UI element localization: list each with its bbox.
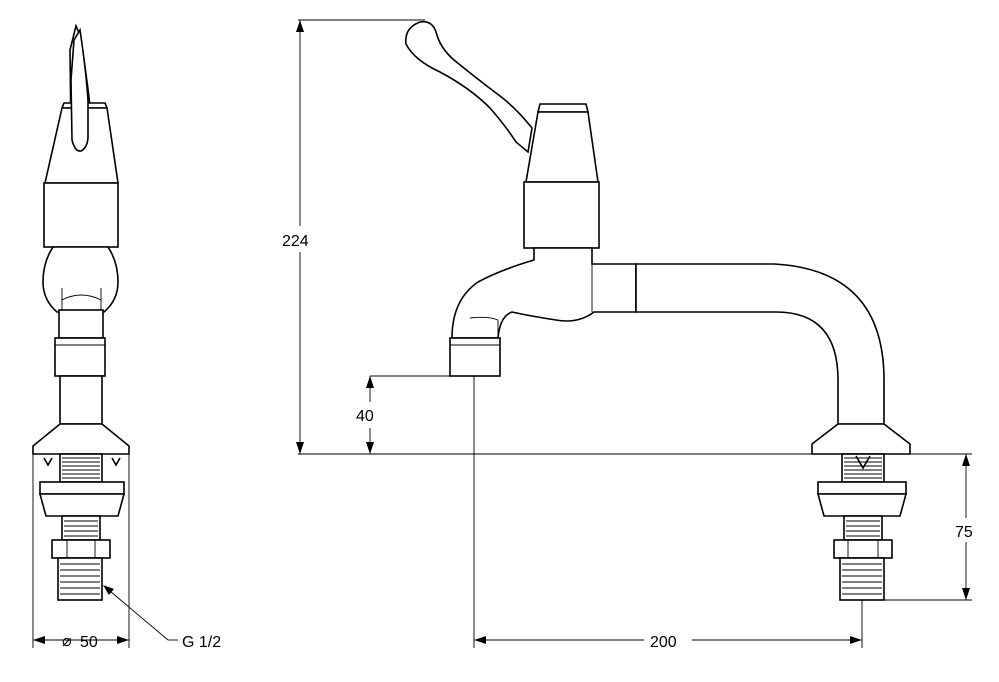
side-hex-nut [51, 539, 111, 559]
diameter-symbol: ⌀ [62, 633, 72, 650]
front-bottom-thread [839, 557, 885, 601]
side-nut [54, 337, 106, 377]
front-head-cap [536, 103, 590, 113]
front-washer-cup [816, 493, 908, 517]
spout-reach-label: 200 [650, 634, 677, 651]
thread-label: G 1/2 [182, 634, 221, 651]
front-flange [811, 423, 911, 455]
front-spout [451, 247, 637, 339]
front-aerator [449, 337, 501, 377]
spout-height-label: 40 [356, 408, 374, 425]
side-washer-cup [38, 493, 126, 517]
side-head-body [43, 182, 119, 248]
front-riser-pipe [635, 263, 885, 425]
front-head-cone [525, 111, 599, 183]
front-lever-handle [404, 20, 533, 154]
side-bulb [42, 246, 119, 313]
front-head-body [523, 181, 600, 249]
side-flange [32, 423, 130, 455]
shank-length-label: 75 [955, 524, 973, 541]
side-view: ⌀ 50 G 1/2 [32, 23, 221, 651]
front-view: 224 40 75 200 [282, 19, 973, 651]
height-total-label: 224 [282, 233, 309, 250]
front-hex-nut [833, 539, 893, 559]
diameter-value: 50 [80, 634, 98, 651]
side-bottom-thread [57, 557, 103, 601]
